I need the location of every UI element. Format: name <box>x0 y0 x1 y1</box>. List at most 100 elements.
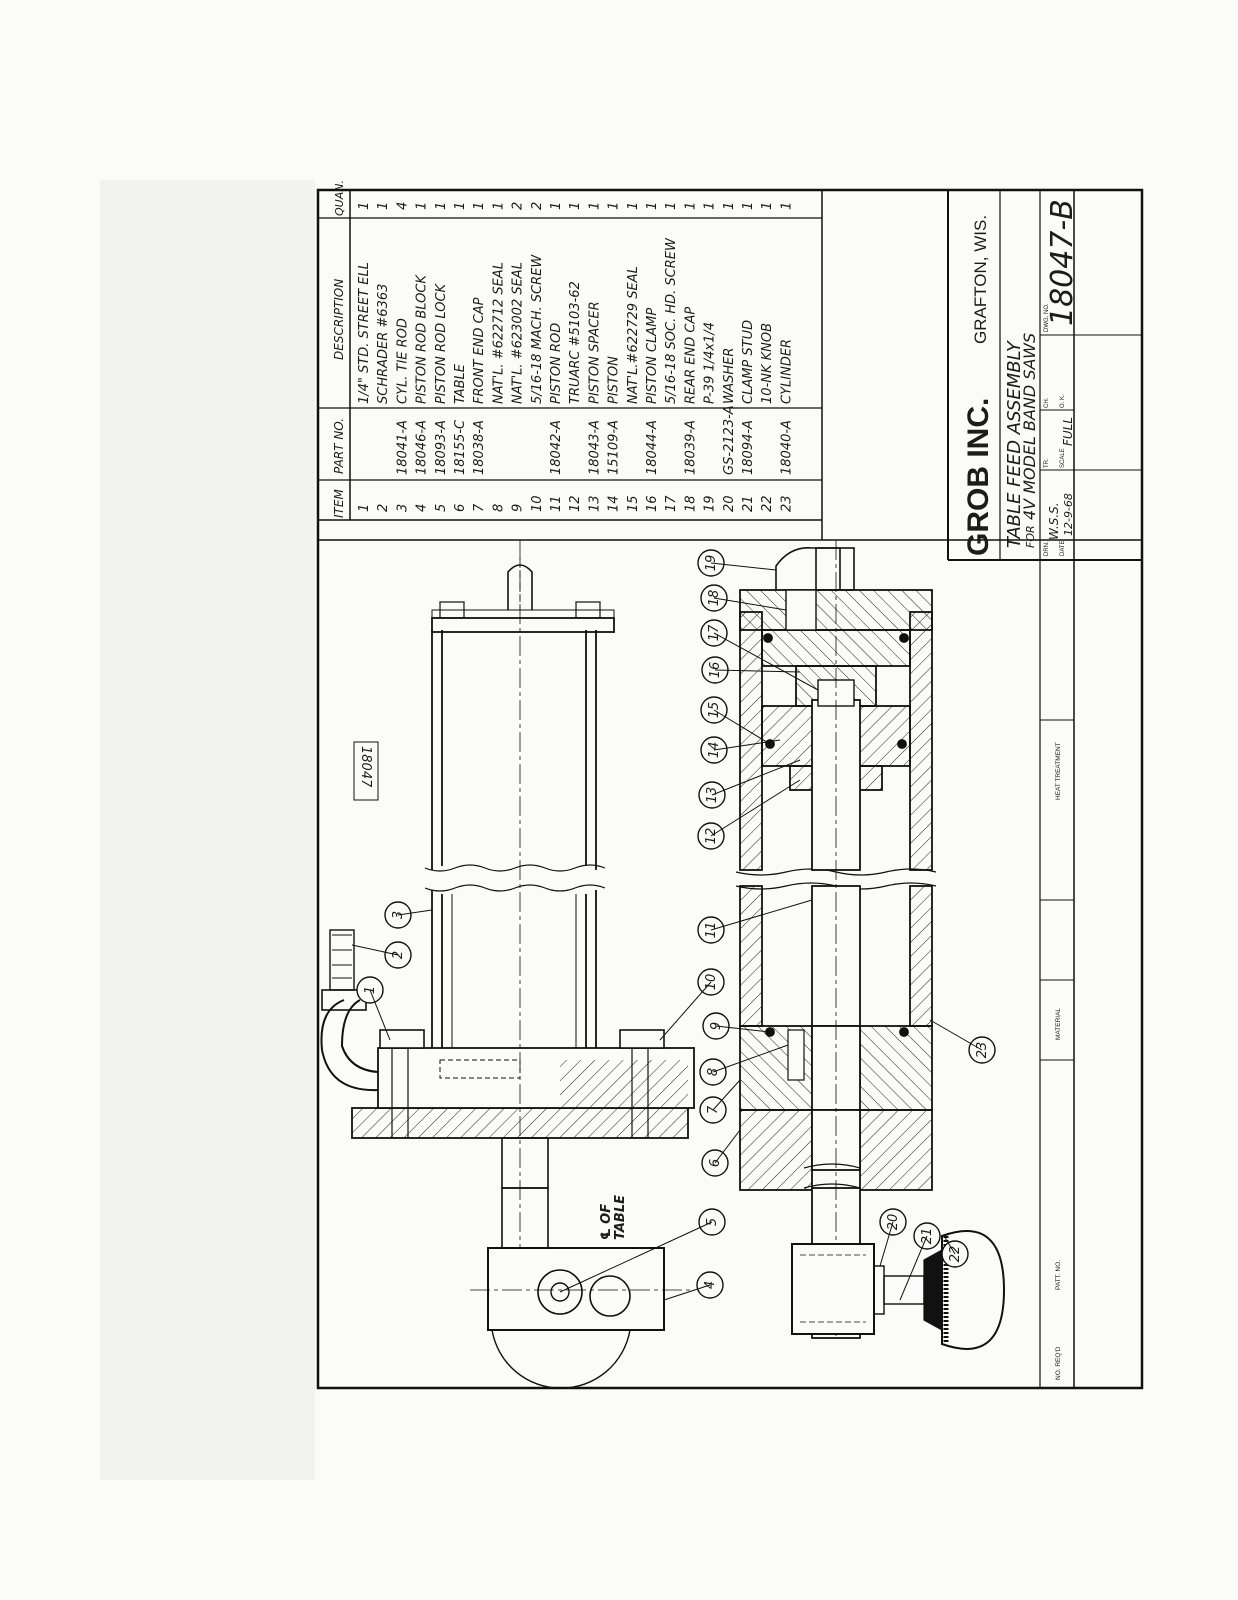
balloon-20: 20 <box>886 1214 901 1231</box>
row-quan: 1 <box>664 202 679 210</box>
row-quan: 1 <box>376 202 391 210</box>
date-label: DATE <box>1060 540 1066 556</box>
row-quan: 1 <box>607 202 622 210</box>
leader-line <box>710 899 813 931</box>
row-item: 12 <box>568 495 583 512</box>
balloon-23: 23 <box>975 1042 990 1059</box>
leader-line <box>714 1129 741 1164</box>
leader-line <box>710 562 777 571</box>
row-part-no: 18038-A <box>472 420 487 475</box>
leader-line <box>712 1044 789 1073</box>
row-quan: 2 <box>530 202 545 210</box>
leader-line <box>711 759 801 796</box>
balloon-17: 17 <box>707 624 722 641</box>
title-block: GROB INC. GRAFTON, WIS. TABLE FEED ASSEM… <box>947 190 1142 1388</box>
header-description: DESCRIPTION <box>332 279 346 360</box>
row-description: P-39 1/4x1/4 <box>703 322 718 404</box>
leader-line <box>929 1019 983 1051</box>
row-part-no: 18093-A <box>434 420 449 475</box>
row-item: 17 <box>664 495 679 512</box>
tr-label: TR. <box>1044 458 1050 468</box>
row-item: 8 <box>491 504 506 512</box>
row-item: 19 <box>703 495 718 512</box>
leader-lines <box>351 562 983 1301</box>
parts-list-table <box>318 190 1142 541</box>
row-part-no: 15109-A <box>607 420 622 475</box>
centerline-label-table: TABLE <box>613 1195 628 1240</box>
leader-line <box>369 989 391 1041</box>
row-item: 22 <box>760 495 775 512</box>
row-item: 18 <box>683 495 698 512</box>
row-description: CLAMP STUD <box>741 320 756 404</box>
leader-line <box>713 632 819 691</box>
no-reqd-label: NO. REQ'D <box>1055 1346 1062 1380</box>
row-item: 3 <box>395 504 410 512</box>
stamp-number: 18047 <box>358 746 373 788</box>
balloon-21: 21 <box>920 1228 935 1245</box>
row-quan: 1 <box>357 202 372 210</box>
leader-line <box>714 669 801 673</box>
centerline-label: ℄ OF <box>599 1204 614 1240</box>
row-item: 15 <box>626 495 641 512</box>
row-description: REAR END CAP <box>683 307 698 404</box>
row-description: TABLE <box>453 363 468 404</box>
row-quan: 1 <box>472 202 487 210</box>
row-part-no: 18040-A <box>779 420 794 475</box>
drawing-title-line2: 4V MODEL BAND SAWS <box>1020 333 1039 520</box>
row-quan: 1 <box>549 202 564 210</box>
row-quan: 4 <box>395 202 410 210</box>
row-description: NAT'L. #623002 SEAL <box>511 262 526 404</box>
leader-line <box>715 1025 771 1033</box>
balloon-5: 5 <box>705 1218 720 1226</box>
row-description: PISTON ROD <box>549 323 564 404</box>
row-item: 4 <box>415 504 430 512</box>
row-quan: 1 <box>779 202 794 210</box>
scale-value: FULL <box>1061 417 1075 446</box>
header-item: ITEM <box>332 489 346 518</box>
row-item: 11 <box>549 495 564 512</box>
row-quan: 1 <box>626 202 641 210</box>
row-description: CYL. TIE ROD <box>395 318 410 404</box>
row-item: 5 <box>434 504 449 512</box>
row-quan: 1 <box>722 202 737 210</box>
row-quan: 1 <box>568 202 583 210</box>
row-part-no: 18042-A <box>549 420 564 475</box>
row-description: PISTON SPACER <box>587 301 602 404</box>
drn-label: DRN. <box>1044 541 1050 556</box>
row-quan: 1 <box>453 202 468 210</box>
row-description: TRUARC #5103-62 <box>568 281 583 404</box>
section-view <box>735 540 1006 1350</box>
leader-line <box>943 1235 956 1255</box>
row-item: 20 <box>722 495 737 512</box>
leader-line <box>351 944 399 956</box>
row-item: 16 <box>645 495 660 512</box>
row-part-no: 18039-A <box>683 420 698 475</box>
row-item: 9 <box>511 504 526 512</box>
row-item: 23 <box>779 495 794 512</box>
row-description: NAT'L. #622712 SEAL <box>491 262 506 404</box>
balloon-2: 2 <box>391 951 406 959</box>
drawing-title-line1: TABLE FEED ASSEMBLY <box>1004 339 1025 548</box>
ch-label: CH. <box>1044 397 1050 408</box>
leader-line <box>713 709 771 745</box>
row-item: 14 <box>607 495 622 512</box>
row-part-no: 18044-A <box>645 420 660 475</box>
row-description: FRONT END CAP <box>472 297 487 404</box>
drawing-number: 18047-B <box>1045 199 1080 326</box>
leader-line <box>663 1284 711 1301</box>
row-description: PISTON <box>607 356 622 404</box>
balloon-22: 22 <box>948 1246 963 1263</box>
row-item: 13 <box>587 495 602 512</box>
ok-label: O. K. <box>1060 394 1066 408</box>
row-quan: 1 <box>434 202 449 210</box>
leader-line <box>713 739 781 751</box>
row-description: 5/16-18 SOC. HD. SCREW <box>664 237 679 404</box>
row-quan: 1 <box>415 202 430 210</box>
leader-line <box>710 779 801 837</box>
company-location: GRAFTON, WIS. <box>971 215 990 344</box>
row-item: 6 <box>453 504 468 512</box>
drawing-border <box>316 188 1144 1390</box>
row-description: PISTON ROD LOCK <box>434 282 449 404</box>
row-item: 2 <box>376 504 391 512</box>
